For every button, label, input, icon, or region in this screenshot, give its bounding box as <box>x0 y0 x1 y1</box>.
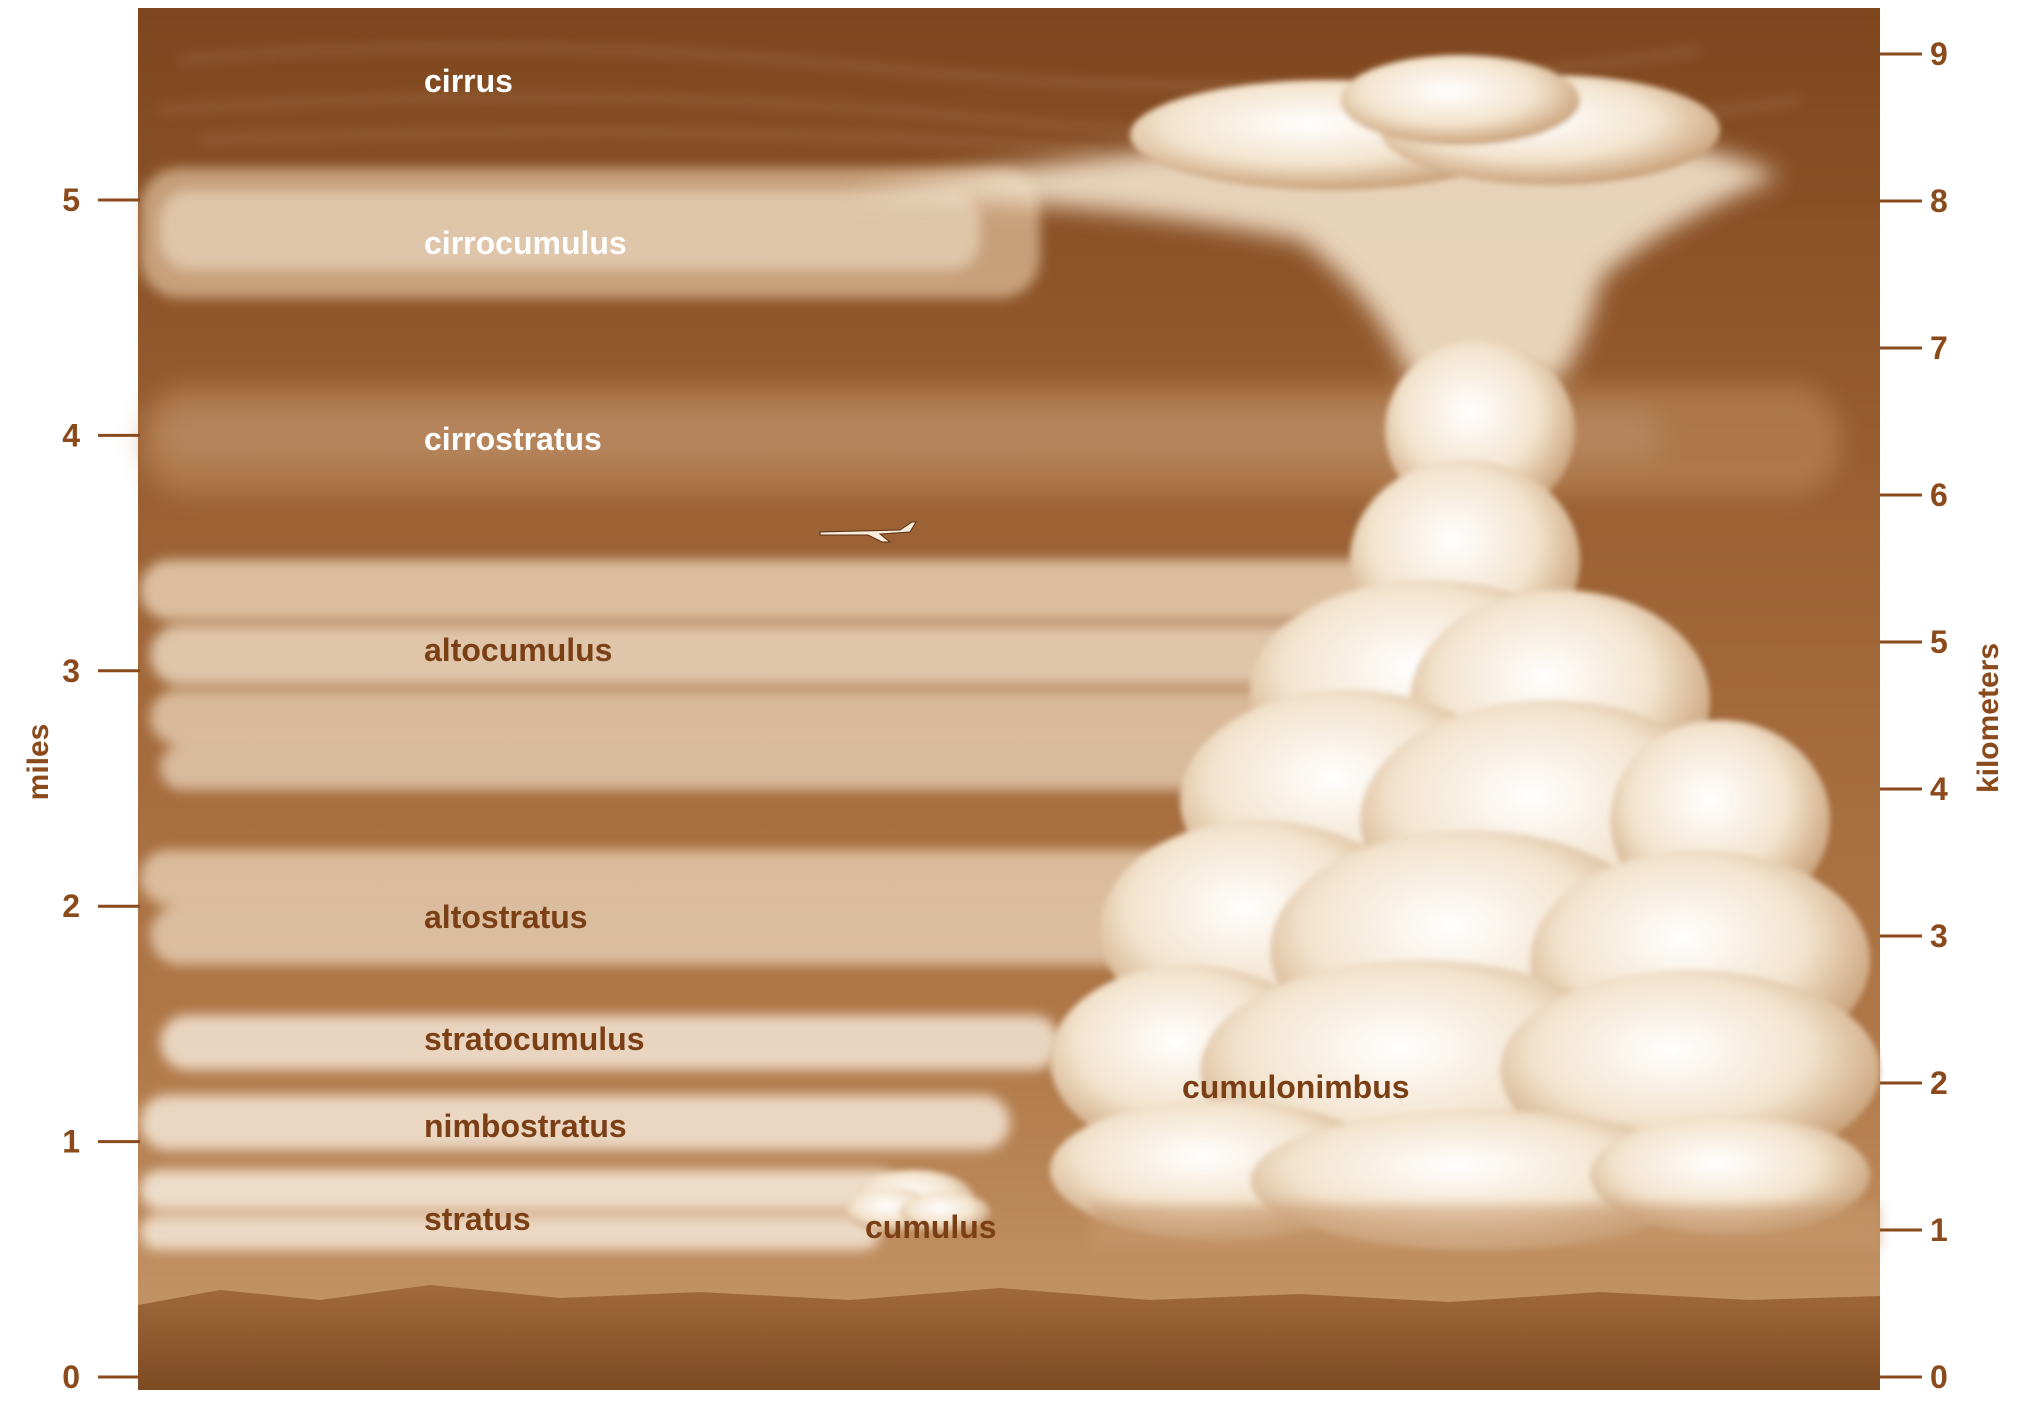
miles-tick-label: 3 <box>62 653 80 689</box>
miles-tick-label: 5 <box>62 182 80 218</box>
km-tick-label: 7 <box>1930 330 1948 366</box>
label-altocumulus: altocumulus <box>424 632 612 668</box>
miles-tick-label: 4 <box>62 417 80 453</box>
km-tick-label: 8 <box>1930 183 1948 219</box>
left-axis-label: miles <box>22 724 55 801</box>
right-axis: 0 1 2 3 4 5 6 7 8 9 <box>1880 36 1948 1395</box>
km-tick-label: 9 <box>1930 36 1948 72</box>
cloud-layers <box>140 47 1880 1250</box>
miles-tick-label: 2 <box>62 888 80 924</box>
km-tick-label: 0 <box>1930 1359 1948 1395</box>
ground-terrain <box>138 1285 1880 1390</box>
km-tick-label: 4 <box>1930 771 1948 807</box>
km-tick-label: 5 <box>1930 624 1948 660</box>
miles-tick-label: 1 <box>62 1124 80 1160</box>
label-altostratus: altostratus <box>424 899 588 935</box>
label-cumulus: cumulus <box>865 1209 997 1245</box>
label-cirrus: cirrus <box>424 63 513 99</box>
label-nimbostratus: nimbostratus <box>424 1108 627 1144</box>
km-tick-label: 3 <box>1930 918 1948 954</box>
altostratus-cloud <box>140 850 1240 965</box>
miles-tick-label: 0 <box>62 1359 80 1395</box>
label-stratus: stratus <box>424 1201 531 1237</box>
km-tick-label: 6 <box>1930 477 1948 513</box>
left-axis: 0 1 2 3 4 5 <box>62 182 140 1395</box>
km-tick-label: 2 <box>1930 1065 1948 1101</box>
km-tick-label: 1 <box>1930 1212 1948 1248</box>
label-stratocumulus: stratocumulus <box>424 1021 644 1057</box>
cirrostratus-cloud <box>140 385 1840 495</box>
label-cirrostratus: cirrostratus <box>424 421 602 457</box>
label-cumulonimbus: cumulonimbus <box>1182 1069 1410 1105</box>
right-axis-label: kilometers <box>1972 643 2005 793</box>
label-cirrocumulus: cirrocumulus <box>424 225 627 261</box>
